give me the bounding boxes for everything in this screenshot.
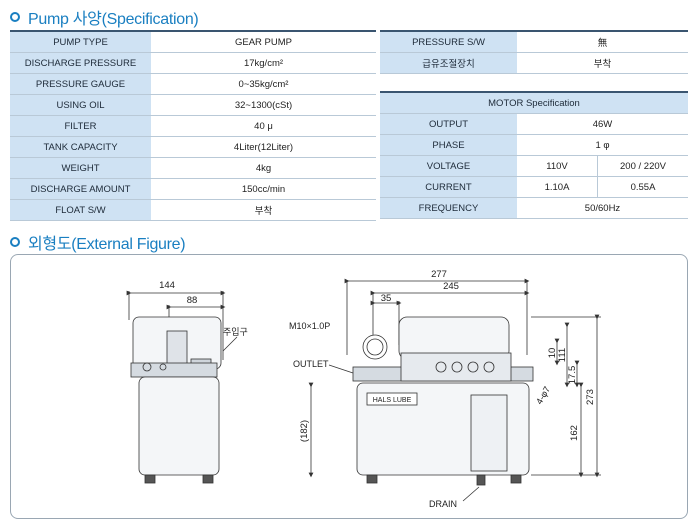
output-label: OUTPUT	[380, 113, 517, 135]
dim-35-label: 35	[381, 293, 392, 304]
dim-162-label: 162	[569, 425, 580, 441]
spec-label: DISCHARGE PRESSURE	[10, 52, 151, 74]
voltage-value-2: 200 / 220V	[597, 155, 688, 177]
frequency-value: 50/60Hz	[517, 197, 688, 219]
table-top-rule-right	[380, 30, 688, 32]
pressure-sw-label: PRESSURE S/W	[380, 32, 517, 53]
spec-value: 40 μ	[151, 115, 376, 137]
table-row: CURRENT 1.10A 0.55A	[380, 176, 688, 198]
voltage-value-1: 110V	[517, 155, 598, 177]
spec-value: 0~35kg/cm²	[151, 73, 376, 95]
figure-section-header: 외형도(External Figure)	[10, 230, 186, 254]
dim-277-label: 277	[431, 269, 447, 280]
hole-label: 4-φ7	[534, 385, 552, 406]
dim-144-label: 144	[159, 280, 175, 291]
brand-label: HALS LUBE	[373, 397, 412, 404]
spec-value: 150cc/min	[151, 178, 376, 200]
spec-label: FILTER	[10, 115, 151, 137]
spec-label: WEIGHT	[10, 157, 151, 179]
spec-value: 32~1300(cSt)	[151, 94, 376, 116]
circle-bullet-icon	[10, 237, 20, 247]
motor-spec-table: MOTOR Specification OUTPUT 46W PHASE 1 φ…	[380, 93, 688, 219]
table-row: PHASE 1 φ	[380, 134, 688, 156]
table-row: OUTPUT 46W	[380, 113, 688, 135]
dim-111-label: 111	[557, 348, 568, 362]
dim-182-label: (182)	[299, 420, 310, 442]
table-top-rule	[10, 30, 376, 32]
current-value-1: 1.10A	[517, 176, 598, 198]
spec-value: 17kg/cm²	[151, 52, 376, 74]
spec-value: GEAR PUMP	[151, 32, 376, 53]
front-view-drawing	[308, 278, 601, 502]
spec-value: 부착	[151, 199, 376, 221]
figure-section-title: 외형도(External Figure)	[28, 236, 186, 253]
m10-thread-label: M10×1.0P	[289, 321, 330, 331]
motor-header-rule	[380, 91, 688, 93]
spec-label: FLOAT S/W	[10, 199, 151, 221]
dim-273-label: 273	[585, 389, 596, 405]
spec-section-header: Pump 사양(Specification)	[10, 5, 199, 29]
output-value: 46W	[517, 113, 688, 135]
spec-value: 4kg	[151, 157, 376, 179]
dim-88-label: 88	[187, 295, 198, 306]
dim-10-label: 10	[547, 348, 558, 359]
table-row: MOTOR Specification	[380, 93, 688, 114]
table-row: FREQUENCY 50/60Hz	[380, 197, 688, 219]
dim-17-5-label: 17.5	[567, 366, 578, 385]
table-row: PRESSURE S/W 無	[380, 32, 688, 53]
voltage-label: VOLTAGE	[380, 155, 517, 177]
side-view-drawing	[126, 290, 238, 484]
current-value-2: 0.55A	[597, 176, 688, 198]
dim-245-label: 245	[443, 281, 459, 292]
table-row: 급유조절장치 부착	[380, 52, 688, 74]
outlet-label: OUTLET	[293, 359, 329, 369]
phase-value: 1 φ	[517, 134, 688, 156]
phase-label: PHASE	[380, 134, 517, 156]
current-label: CURRENT	[380, 176, 517, 198]
inlet-label: 주입구	[223, 326, 248, 337]
spec-section-title: Pump 사양(Specification)	[28, 11, 199, 28]
motor-spec-header: MOTOR Specification	[380, 93, 688, 114]
spec-value: 4Liter(12Liter)	[151, 136, 376, 158]
supply-ctrl-value: 부착	[517, 52, 688, 74]
external-figure-drawing: 144 88 주입구 277 245 35 M10×1.0P OUTLET (1…	[126, 269, 601, 509]
frequency-label: FREQUENCY	[380, 197, 517, 219]
spec-label: DISCHARGE AMOUNT	[10, 178, 151, 200]
spec-label: TANK CAPACITY	[10, 136, 151, 158]
drain-label: DRAIN	[429, 499, 457, 509]
spec-label: PRESSURE GAUGE	[10, 73, 151, 95]
spec-label: PUMP TYPE	[10, 32, 151, 53]
external-figure-frame: 144 88 주입구 277 245 35 M10×1.0P OUTLET (1…	[10, 254, 688, 519]
spec-label: USING OIL	[10, 94, 151, 116]
right-spec-table-top: PRESSURE S/W 無 급유조절장치 부착	[380, 32, 688, 74]
pressure-sw-value: 無	[517, 32, 688, 53]
supply-ctrl-label: 급유조절장치	[380, 52, 517, 74]
table-row: VOLTAGE 110V 200 / 220V	[380, 155, 688, 177]
circle-bullet-icon	[10, 12, 20, 22]
